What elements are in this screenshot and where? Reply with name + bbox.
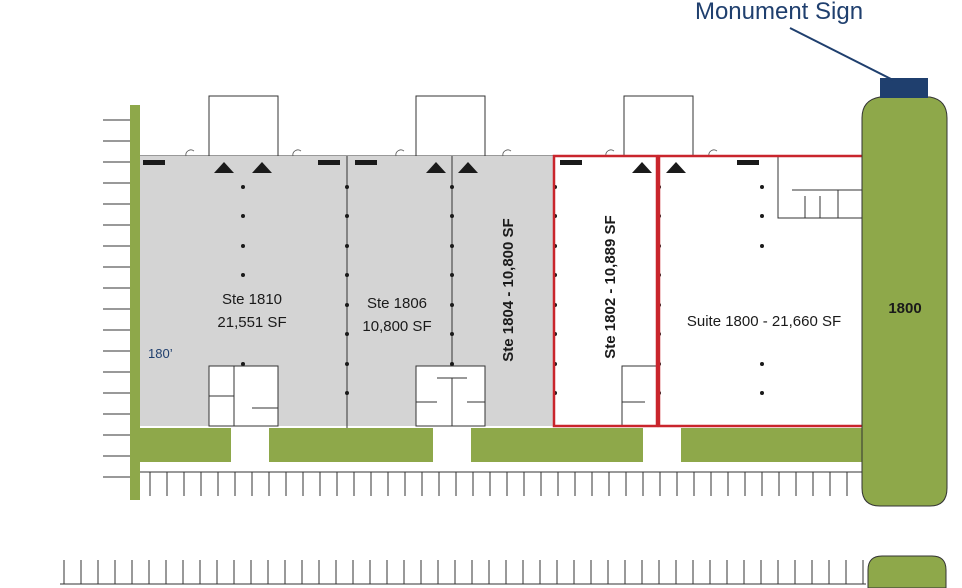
parking-stalls-left bbox=[103, 119, 130, 478]
landscape-island-1800 bbox=[861, 96, 948, 507]
monument-sign bbox=[880, 78, 928, 98]
depth-dimension: 180’ bbox=[148, 346, 173, 361]
suite-1806-name: Ste 1806 bbox=[367, 295, 427, 312]
monument-sign-label: Monument Sign bbox=[695, 0, 863, 25]
office-buildouts bbox=[208, 155, 863, 427]
suite-1810-area: 21,551 SF bbox=[217, 314, 286, 331]
landscape-strip-left bbox=[130, 105, 140, 500]
suite-1810-name: Ste 1810 bbox=[222, 291, 282, 308]
landscape-island-lower bbox=[867, 555, 947, 588]
dock-door-markers bbox=[214, 162, 686, 173]
suite-1806-area: 10,800 SF bbox=[362, 318, 431, 335]
suite-1802-label: Ste 1802 - 10,889 SF bbox=[602, 215, 619, 358]
building-number: 1800 bbox=[888, 300, 921, 317]
door-swings bbox=[185, 149, 718, 157]
suite-1802-outline bbox=[552, 154, 659, 428]
loading-docks bbox=[208, 95, 694, 157]
parking-stalls-lower bbox=[60, 560, 866, 585]
monument-sign-leader bbox=[789, 27, 894, 81]
landscape-strip-bottom bbox=[140, 428, 862, 462]
parking-stalls-bottom bbox=[140, 471, 862, 496]
suite-1804-label: Ste 1804 - 10,800 SF bbox=[500, 218, 517, 361]
suite-1800-label: Suite 1800 - 21,660 SF bbox=[687, 313, 841, 330]
dash-markers bbox=[143, 160, 759, 165]
